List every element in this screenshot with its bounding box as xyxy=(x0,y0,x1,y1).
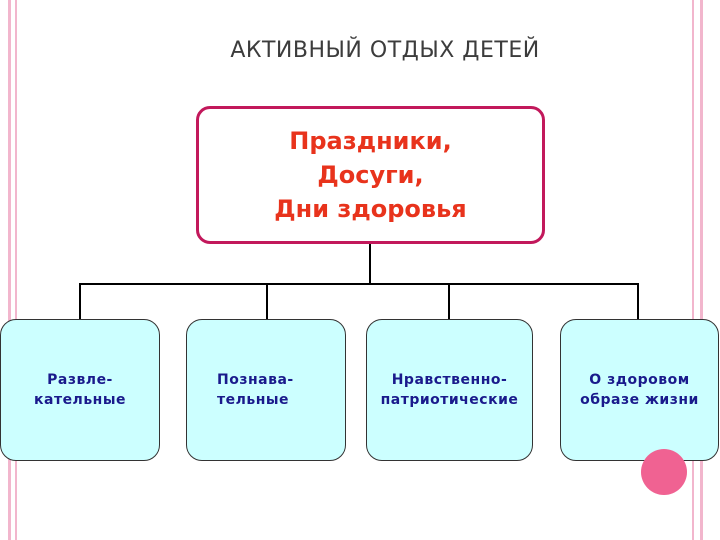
frame-line-right-inner xyxy=(692,0,694,540)
child-node-healthy-lifestyle: О здоровом образе жизни xyxy=(560,319,719,461)
slide-title: АКТИВНЫЙ ОТДЫХ ДЕТЕЙ xyxy=(230,38,540,63)
child-node-entertainment: Развле- кательные xyxy=(0,319,160,461)
decorative-pink-dot xyxy=(641,449,687,495)
frame-line-left-inner xyxy=(15,0,17,540)
frame-line-left-outer xyxy=(8,0,11,540)
child-node-line: Развле- xyxy=(47,372,113,388)
child-node-line: Познава- xyxy=(217,372,294,388)
root-node-line: Досуги, xyxy=(317,161,424,189)
root-node: Праздники, Досуги, Дни здоровья xyxy=(196,106,545,244)
child-node-cognitive: Познава- тельные xyxy=(186,319,346,461)
frame-line-right-outer xyxy=(700,0,703,540)
root-node-line: Праздники, xyxy=(289,127,452,155)
root-node-line: Дни здоровья xyxy=(274,195,467,223)
child-node-line: О здоровом xyxy=(589,372,690,388)
child-node-patriotic: Нравственно- патриотические xyxy=(366,319,533,461)
child-node-line: кательные xyxy=(34,392,126,408)
child-node-line: образе жизни xyxy=(580,392,699,408)
child-node-line: патриотические xyxy=(380,392,519,408)
child-node-line: тельные xyxy=(217,392,290,408)
child-node-line: Нравственно- xyxy=(391,372,508,388)
